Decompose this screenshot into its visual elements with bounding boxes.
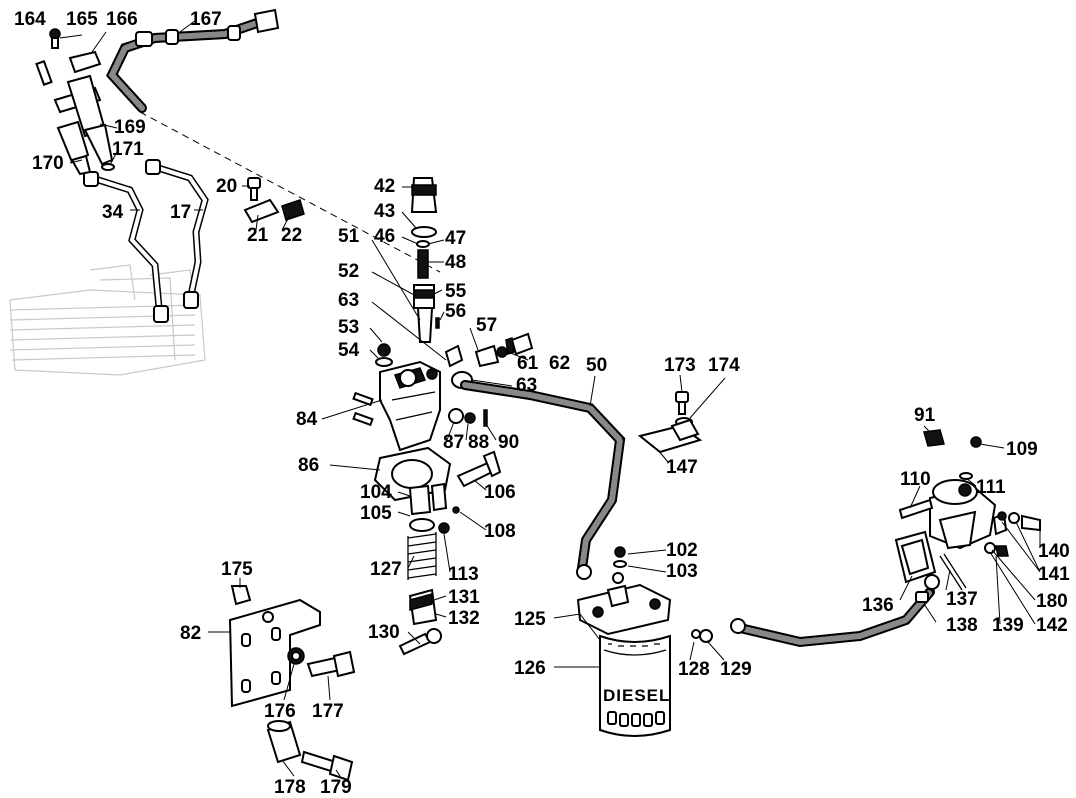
part-label-136: 136: [862, 595, 894, 616]
part-label-113: 113: [448, 564, 479, 585]
part-label-142: 142: [1036, 615, 1068, 636]
part-label-84: 84: [296, 409, 318, 430]
part-label-137: 137: [946, 589, 978, 610]
delivery-valve-stack: [410, 177, 440, 343]
fuel-hose-50: [460, 380, 626, 580]
part-label-127: 127: [370, 559, 402, 580]
part-label-176: 176: [264, 701, 296, 722]
part-label-169: 169: [114, 117, 146, 138]
part-label-175: 175: [221, 559, 253, 580]
part-label-62: 62: [549, 353, 571, 374]
part-label-53: 53: [338, 317, 360, 338]
part-label-82: 82: [180, 623, 202, 644]
part-label-105: 105: [360, 503, 392, 524]
mounting-bracket: [228, 585, 356, 782]
injector-pipes: [83, 159, 209, 323]
part-label-167: 167: [190, 9, 222, 30]
part-label-86: 86: [298, 455, 320, 476]
part-label-43: 43: [374, 201, 396, 222]
part-label-55: 55: [445, 281, 467, 302]
feed-pump: [894, 429, 1041, 591]
part-label-104: 104: [360, 482, 392, 503]
clip-147-group: [637, 391, 703, 454]
part-label-111: 111: [976, 477, 1006, 498]
part-label-90: 90: [498, 432, 520, 453]
return-hose: [106, 8, 280, 113]
dashed-leader: [139, 111, 441, 273]
part-label-141: 141: [1038, 564, 1070, 585]
part-label-130: 130: [368, 622, 400, 643]
part-label-147: 147: [666, 457, 698, 478]
part-label-139: 139: [992, 615, 1024, 636]
engine-head-ghost: [9, 264, 206, 376]
part-label-63-lower: 63: [516, 375, 538, 396]
fuel-filter: [576, 546, 713, 737]
part-label-131: 131: [448, 587, 480, 608]
part-label-42: 42: [374, 176, 396, 197]
part-label-17: 17: [170, 202, 192, 223]
part-label-173: 173: [664, 355, 696, 376]
part-label-138: 138: [946, 615, 978, 636]
part-label-22: 22: [281, 225, 303, 246]
part-label-91: 91: [914, 405, 936, 426]
part-label-20: 20: [216, 176, 238, 197]
part-label-140: 140: [1038, 541, 1070, 562]
part-label-61: 61: [517, 353, 539, 374]
part-label-50: 50: [586, 355, 608, 376]
part-label-51: 51: [338, 226, 360, 247]
part-label-48: 48: [445, 252, 467, 273]
part-label-178: 178: [274, 777, 306, 798]
part-label-57: 57: [476, 315, 498, 336]
injection-pump-body: [352, 343, 488, 452]
fuel-hose-138: [730, 574, 940, 648]
part-label-174: 174: [708, 355, 740, 376]
leader-lines: [59, 19, 1041, 777]
part-label-87: 87: [443, 432, 465, 453]
part-label-109: 109: [1006, 439, 1038, 460]
part-label-63-upper: 63: [338, 290, 360, 311]
part-label-165: 165: [66, 9, 98, 30]
part-label-47: 47: [445, 228, 467, 249]
part-label-180: 180: [1036, 591, 1068, 612]
clamp-parts: [243, 177, 305, 224]
part-label-108: 108: [484, 521, 516, 542]
part-label-128: 128: [678, 659, 710, 680]
part-label-125: 125: [514, 609, 546, 630]
part-label-102: 102: [666, 540, 698, 561]
part-label-177: 177: [312, 701, 344, 722]
part-label-126: 126: [514, 658, 546, 679]
part-label-52: 52: [338, 261, 360, 282]
part-label-166: 166: [106, 9, 138, 30]
part-label-54: 54: [338, 340, 360, 361]
part-label-132: 132: [448, 608, 480, 629]
injector-assembly: [35, 28, 115, 176]
part-label-88: 88: [468, 432, 490, 453]
filter-marking-text: DIESEL: [603, 686, 671, 705]
banjo-fitting: [444, 332, 534, 389]
part-label-171: 171: [112, 139, 144, 160]
part-label-164: 164: [14, 9, 46, 30]
part-label-106: 106: [484, 482, 516, 503]
part-label-170: 170: [32, 153, 64, 174]
part-label-46: 46: [374, 226, 396, 247]
part-label-34: 34: [102, 202, 124, 223]
part-label-110: 110: [900, 469, 931, 490]
part-label-103: 103: [666, 561, 698, 582]
part-label-129: 129: [720, 659, 752, 680]
plunger-spring-group: [398, 482, 460, 656]
part-label-179: 179: [320, 777, 352, 798]
part-label-56: 56: [445, 301, 467, 322]
part-label-21: 21: [247, 225, 269, 246]
